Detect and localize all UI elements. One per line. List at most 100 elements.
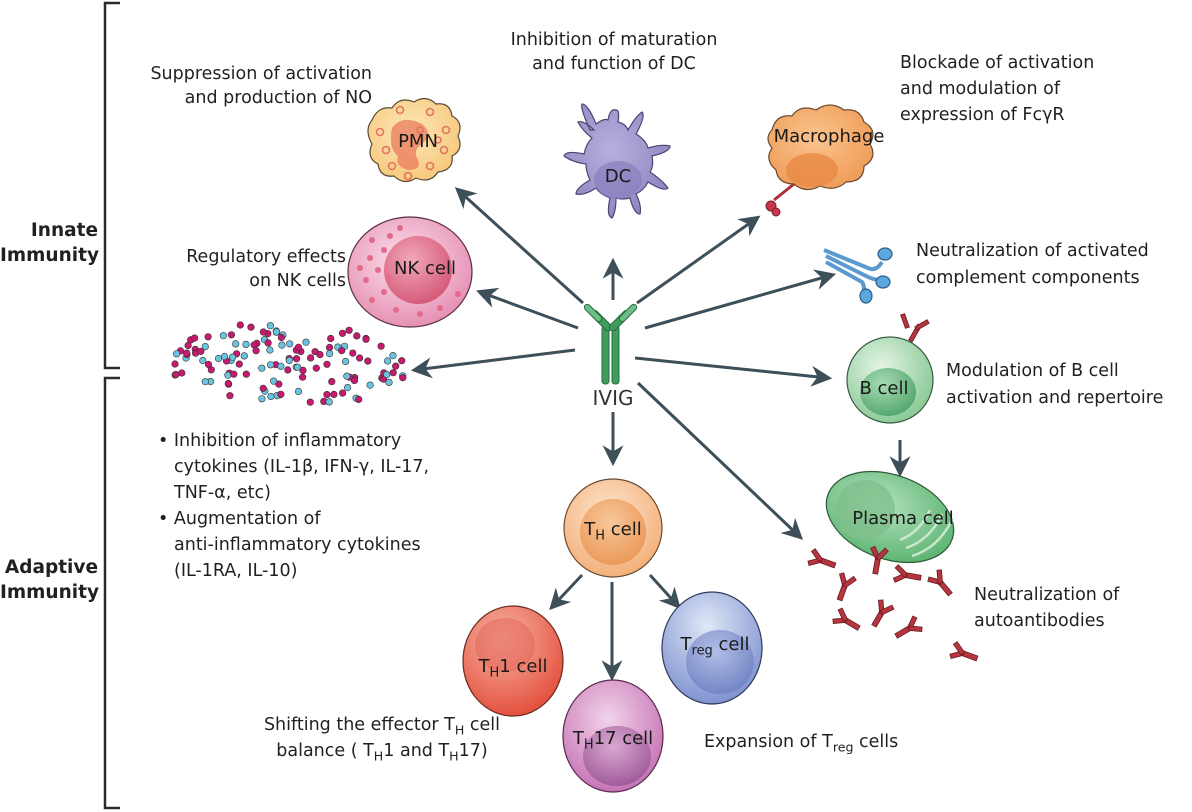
pmn-effect-text: Suppression of activation and production… bbox=[110, 62, 372, 110]
cytokine-dot bbox=[389, 352, 397, 360]
cytokine-dot bbox=[258, 395, 266, 403]
cytokine-dot bbox=[392, 362, 400, 370]
adaptive-label-line2: Immunity bbox=[0, 582, 100, 603]
cytokine-dot bbox=[362, 335, 370, 343]
cytokine-dot bbox=[178, 369, 186, 377]
cytokine-dot bbox=[172, 371, 180, 379]
cytokine-dot bbox=[277, 362, 285, 370]
cytokine-cloud bbox=[171, 321, 407, 406]
ivig-arrows bbox=[410, 187, 911, 682]
cytokine-dot bbox=[345, 326, 353, 334]
text-part: 1 cell bbox=[499, 656, 548, 677]
cytokine-dot bbox=[232, 340, 240, 348]
text-subscript: H bbox=[583, 737, 594, 753]
cytokine-bullet-1: • Inhibition of inflammatory cytokines (… bbox=[158, 428, 429, 506]
bullet-icon: • bbox=[158, 431, 174, 451]
text-part: T bbox=[680, 634, 692, 655]
cytokine-dot bbox=[355, 395, 363, 404]
cytokine-dot bbox=[259, 384, 267, 392]
cytokine-dot bbox=[242, 340, 250, 349]
innate-immunity-label: Innate Immunity bbox=[0, 218, 99, 268]
arrow-to-complement bbox=[644, 269, 837, 330]
pmn-cell bbox=[367, 97, 461, 183]
bullet-icon: • bbox=[158, 509, 174, 529]
arrow-th-to-th1 bbox=[549, 573, 584, 611]
cytokine-dot bbox=[230, 370, 238, 378]
cytokine-dot bbox=[398, 357, 406, 365]
cytokine-dot bbox=[377, 342, 385, 350]
cytokine-dot bbox=[197, 347, 205, 355]
th-cell bbox=[563, 478, 663, 578]
cytokine-dot bbox=[338, 347, 346, 355]
cytokine-dot bbox=[385, 378, 393, 387]
cytokine-dot bbox=[325, 343, 334, 352]
cytokine-dot bbox=[299, 373, 307, 381]
cytokine-dot bbox=[399, 374, 407, 382]
adaptive-immunity-label: Adaptive Immunity bbox=[0, 555, 100, 605]
bcell-effect-line: Modulation of B cell bbox=[946, 361, 1119, 381]
cytokine-dot bbox=[330, 390, 338, 399]
autoantibodies bbox=[807, 545, 979, 662]
autoantibody-icon bbox=[927, 569, 953, 597]
bullet-line: anti-inflammatory cytokines bbox=[174, 535, 421, 555]
complement-components bbox=[823, 247, 893, 304]
cytokine-dot bbox=[349, 349, 357, 357]
arrow-th-to-treg bbox=[648, 573, 681, 610]
complement-effect-line: complement components bbox=[916, 268, 1140, 288]
text-subscript: H bbox=[595, 528, 606, 544]
text-part: 17 cell bbox=[593, 728, 654, 749]
cytokine-dot bbox=[293, 363, 302, 371]
antibody-icon bbox=[583, 303, 638, 385]
dc-label: DC bbox=[604, 166, 632, 187]
autoantibody-effect-line: Neutralization of bbox=[974, 585, 1120, 605]
th17-label: TH17 cell bbox=[558, 728, 668, 752]
cytokine-dot bbox=[277, 390, 285, 398]
th1-label: TH1 cell bbox=[463, 656, 563, 680]
bullet-line: Augmentation of bbox=[173, 509, 321, 529]
th-label: TH cell bbox=[563, 519, 663, 543]
cytokine-dot bbox=[229, 353, 237, 361]
cytokine-dot bbox=[220, 352, 229, 361]
cytokine-dot bbox=[201, 343, 209, 351]
cytokine-dot bbox=[307, 354, 315, 362]
text-part: cell bbox=[464, 715, 501, 735]
cytokine-bullet-2: • Augmentation of anti-inflammatory cyto… bbox=[158, 506, 429, 584]
autoantibody-icon bbox=[894, 615, 923, 639]
text-part: balance ( T bbox=[276, 741, 374, 761]
text-subscript: H bbox=[489, 665, 500, 681]
cytokine-dot bbox=[219, 332, 227, 340]
cytokine-dot bbox=[240, 352, 248, 360]
cytokine-dot bbox=[264, 339, 272, 347]
cytokine-dot bbox=[258, 364, 266, 372]
cytokine-dot bbox=[272, 328, 281, 336]
autoantibody-effect-line: autoantibodies bbox=[974, 611, 1105, 631]
text-subscript: reg bbox=[691, 643, 713, 659]
cytokine-dot bbox=[267, 361, 275, 369]
bcell-effect-text: Modulation of B cell activation and repe… bbox=[946, 358, 1163, 412]
text-part: 1 and T bbox=[383, 741, 450, 761]
pmn-label: PMN bbox=[398, 131, 438, 152]
cytokine-dot bbox=[227, 331, 235, 339]
cytokine-dot bbox=[327, 334, 335, 343]
bullet-line: TNF-α, etc) bbox=[174, 483, 271, 503]
arrow-to-pmn bbox=[454, 187, 585, 305]
pmn-effect-line: Suppression of activation bbox=[150, 64, 372, 84]
ivig-label: IVIG bbox=[592, 386, 634, 410]
autoantibody-icon bbox=[870, 545, 889, 575]
cytokine-dot bbox=[201, 378, 209, 386]
cytokine-dot bbox=[294, 387, 303, 396]
cytokine-dot bbox=[191, 334, 199, 342]
macrophage-effect-line: expression of FcγR bbox=[900, 105, 1065, 125]
cytokine-dot bbox=[224, 380, 232, 388]
cytokine-dot bbox=[284, 366, 292, 374]
text-part: T bbox=[572, 728, 584, 749]
cytokine-dot bbox=[356, 354, 364, 362]
cytokine-dot bbox=[247, 323, 255, 331]
autoantibody-icon bbox=[871, 599, 895, 628]
cytokine-dot bbox=[344, 384, 352, 392]
cytokine-dot bbox=[328, 378, 336, 386]
th-balance-effect-text: Shifting the effector TH cell balance ( … bbox=[232, 712, 532, 764]
cytokine-dot bbox=[299, 366, 307, 375]
cytokine-dot bbox=[312, 364, 320, 372]
